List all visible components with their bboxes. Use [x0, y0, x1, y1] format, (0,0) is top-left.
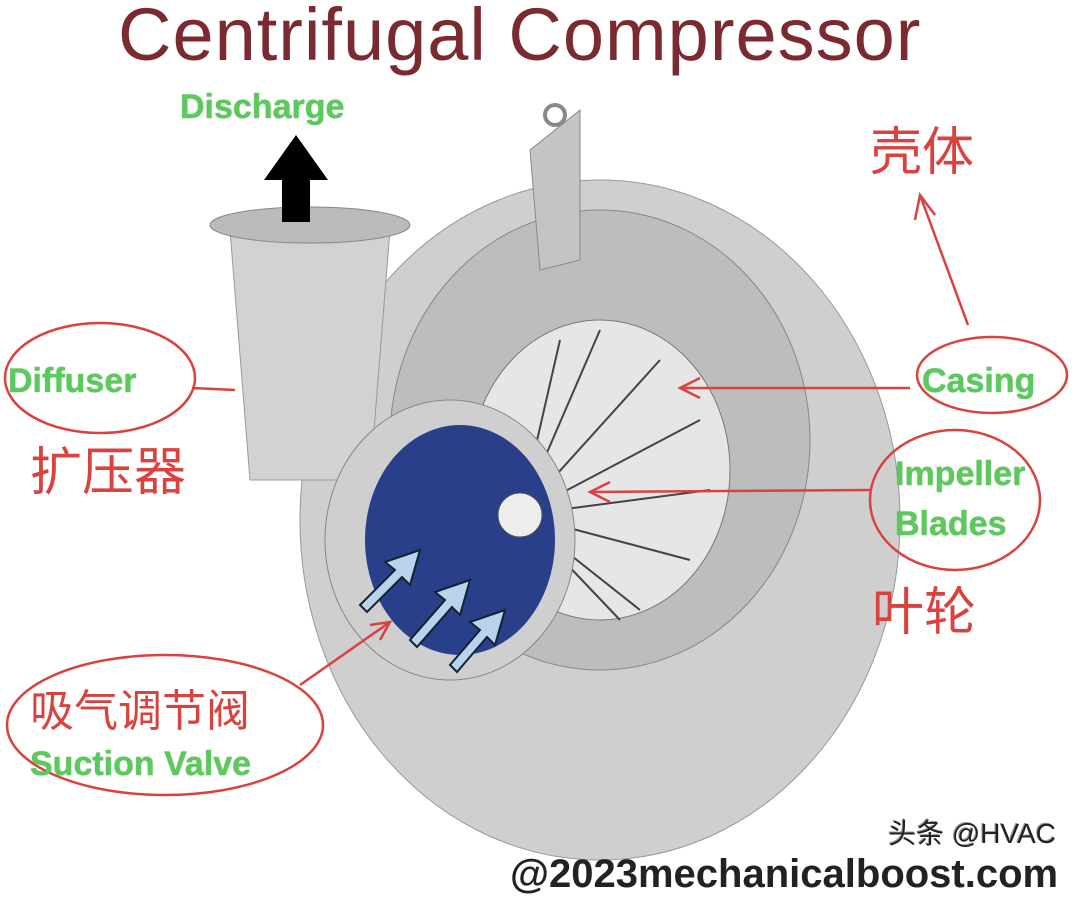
hub-front: [497, 492, 543, 538]
label-casing: Casing: [922, 362, 1036, 400]
suction-circle: [5, 653, 325, 797]
label-impeller-cn: 叶轮: [872, 583, 977, 643]
top-mount: [529, 108, 581, 271]
lifting-eye: [543, 103, 567, 127]
source-credit: @2023mechanicalboost.com: [510, 852, 1059, 896]
flow-arrows: [358, 548, 507, 674]
label-suction-cn: 吸气调节阀: [30, 686, 250, 737]
impeller-circle: [868, 428, 1042, 572]
inlet-opening: [365, 425, 555, 655]
label-suction-valve: Suction Valve: [30, 745, 252, 783]
discharge-arrow: [264, 135, 328, 222]
label-casing-cn: 壳体: [870, 123, 975, 183]
page-title: Centrifugal Compressor: [118, 0, 922, 76]
label-blades: Blades: [895, 505, 1007, 543]
label-diffuser-cn: 扩压器: [30, 443, 187, 503]
compressor-illustration: [3, 103, 1069, 861]
casing-circle: [915, 335, 1069, 415]
label-impeller: Impeller: [895, 455, 1026, 493]
diffuser-circle: [3, 321, 197, 435]
watermark: 头条 @HVAC: [888, 818, 1056, 849]
annotations: [3, 192, 1069, 797]
label-discharge: Discharge: [180, 88, 345, 126]
label-diffuser: Diffuser: [8, 362, 137, 400]
